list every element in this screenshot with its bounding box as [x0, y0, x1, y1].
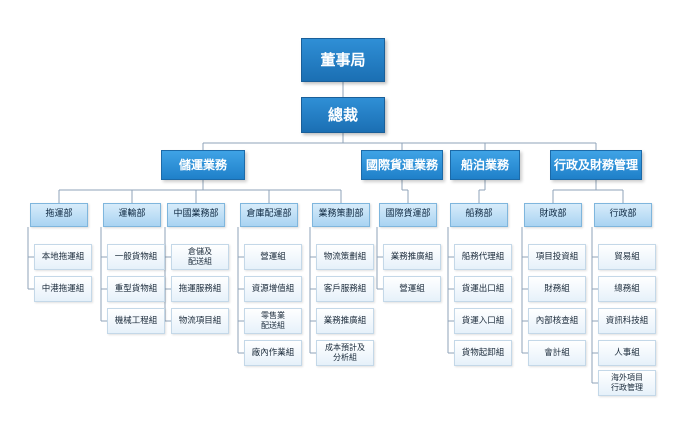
team-node: 會計組 — [528, 340, 586, 366]
team-node: 物流項目組 — [171, 308, 229, 334]
team-node: 貨運出口組 — [454, 276, 512, 302]
department-node: 財政部 — [524, 203, 582, 227]
department-node: 業務策劃部 — [312, 203, 370, 227]
team-node: 資訊科技組 — [598, 308, 656, 334]
ceo-node: 總裁 — [301, 97, 385, 133]
department-node: 運輸部 — [103, 203, 161, 227]
team-node: 成本預計及 分析組 — [316, 340, 374, 366]
team-node: 本地拖運組 — [34, 244, 92, 270]
team-node: 財務組 — [528, 276, 586, 302]
team-node: 業務推廣組 — [316, 308, 374, 334]
team-node: 零售業 配送組 — [244, 308, 302, 334]
team-node: 貿易組 — [598, 244, 656, 270]
department-node: 倉庫配運部 — [240, 203, 298, 227]
team-node: 物流策劃組 — [316, 244, 374, 270]
team-node: 機械工程組 — [107, 308, 165, 334]
team-node: 客戶服務組 — [316, 276, 374, 302]
division-node: 行政及財務管理 — [550, 150, 642, 180]
team-node: 營運組 — [244, 244, 302, 270]
team-node: 營運組 — [383, 276, 441, 302]
division-node: 儲運業務 — [161, 150, 245, 180]
department-node: 拖運部 — [30, 203, 88, 227]
division-node: 國際貨運業務 — [361, 150, 443, 180]
team-node: 船務代理組 — [454, 244, 512, 270]
team-node: 重型貨物組 — [107, 276, 165, 302]
team-node: 廠內作業組 — [244, 340, 302, 366]
board-node: 董事局 — [301, 38, 385, 82]
team-node: 倉儲及 配送組 — [171, 244, 229, 270]
team-node: 總務組 — [598, 276, 656, 302]
team-node: 業務推廣組 — [383, 244, 441, 270]
team-node: 貨運入口組 — [454, 308, 512, 334]
team-node: 海外項目 行政管理 — [598, 370, 656, 396]
division-node: 船泊業務 — [450, 150, 520, 180]
team-node: 一般貨物組 — [107, 244, 165, 270]
team-node: 內部核查組 — [528, 308, 586, 334]
department-node: 國際貨運部 — [379, 203, 437, 227]
department-node: 船務部 — [450, 203, 508, 227]
team-node: 人事組 — [598, 340, 656, 366]
team-node: 貨物起卸組 — [454, 340, 512, 366]
department-node: 行政部 — [594, 203, 652, 227]
team-node: 項目投資組 — [528, 244, 586, 270]
team-node: 中港拖運組 — [34, 276, 92, 302]
team-node: 資源增值組 — [244, 276, 302, 302]
team-node: 拖運服務組 — [171, 276, 229, 302]
department-node: 中國業務部 — [167, 203, 225, 227]
